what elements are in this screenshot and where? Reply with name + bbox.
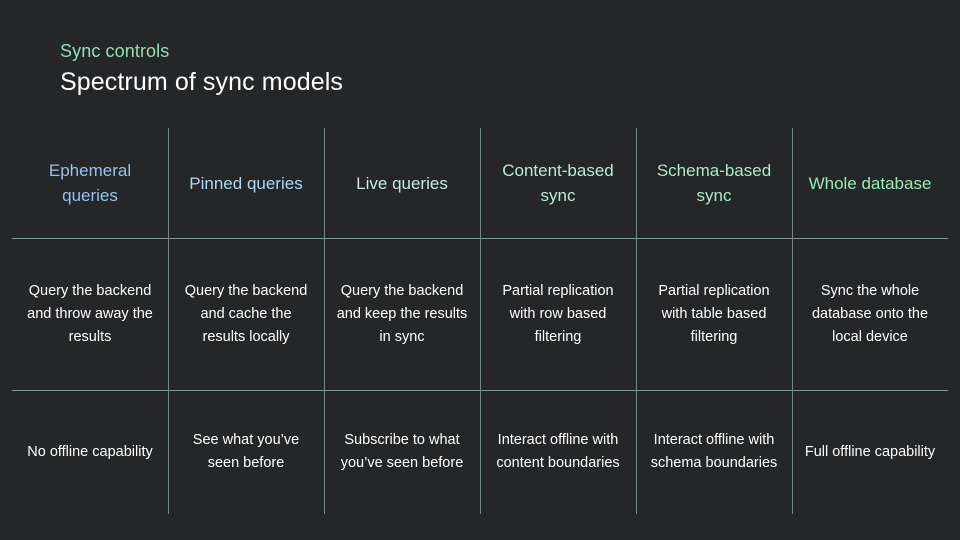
capability-content-based-sync: Interact offline with content boundaries: [496, 432, 620, 471]
column-header-label: Schema-based sync: [656, 161, 772, 205]
table-row: No offline capability: [12, 390, 168, 514]
page-title: Spectrum of sync models: [60, 68, 343, 96]
capability-pinned-queries: See what you’ve seen before: [192, 432, 300, 471]
capability-ephemeral-queries: No offline capability: [27, 443, 153, 460]
capability-live-queries: Subscribe to what you’ve seen before: [340, 432, 464, 471]
table-header-cell-schema-based-sync: Schema-based sync: [636, 128, 792, 238]
column-header-label: Content-based sync: [502, 161, 614, 205]
table-row: Interact offline with schema boundaries: [636, 390, 792, 514]
table-row: See what you’ve seen before: [168, 390, 324, 514]
column-header-label: Pinned queries: [189, 173, 303, 193]
table-header-cell-pinned-queries: Pinned queries: [168, 128, 324, 238]
section-eyebrow: Sync controls: [60, 41, 170, 61]
table-row: Partial replication with row based filte…: [480, 238, 636, 390]
slide-header: Sync controls Spectrum of sync models: [60, 39, 343, 98]
column-header-label: Live queries: [356, 173, 448, 193]
description-ephemeral-queries: Query the backend and throw away the res…: [27, 282, 153, 345]
table-row: Query the backend and cache the results …: [168, 238, 324, 390]
capability-whole-database: Full offline capability: [804, 443, 936, 460]
description-live-queries: Query the backend and keep the results i…: [336, 282, 468, 345]
description-content-based-sync: Partial replication with row based filte…: [502, 282, 614, 345]
table-row: Partial replication with table based fil…: [636, 238, 792, 390]
table-row: Query the backend and throw away the res…: [12, 238, 168, 390]
table-row: Sync the whole database onto the local d…: [792, 238, 948, 390]
description-whole-database: Sync the whole database onto the local d…: [811, 282, 929, 345]
column-header-label: Whole database: [808, 173, 932, 193]
table-header-cell-live-queries: Live queries: [324, 128, 480, 238]
description-schema-based-sync: Partial replication with table based fil…: [658, 282, 770, 345]
table-row: Full offline capability: [792, 390, 948, 514]
table-row: Subscribe to what you’ve seen before: [324, 390, 480, 514]
table-header-cell-content-based-sync: Content-based sync: [480, 128, 636, 238]
description-pinned-queries: Query the backend and cache the results …: [184, 282, 308, 345]
table-header-cell-whole-database: Whole database: [792, 128, 948, 238]
table-header-cell-ephemeral-queries: Ephemeral queries: [12, 128, 168, 238]
capability-schema-based-sync: Interact offline with schema boundaries: [650, 432, 778, 471]
table-row: Interact offline with content boundaries: [480, 390, 636, 514]
table-row: Query the backend and keep the results i…: [324, 238, 480, 390]
column-header-label: Ephemeral queries: [48, 161, 132, 205]
sync-models-table: Ephemeral queries Pinned queries Live qu…: [12, 128, 948, 514]
